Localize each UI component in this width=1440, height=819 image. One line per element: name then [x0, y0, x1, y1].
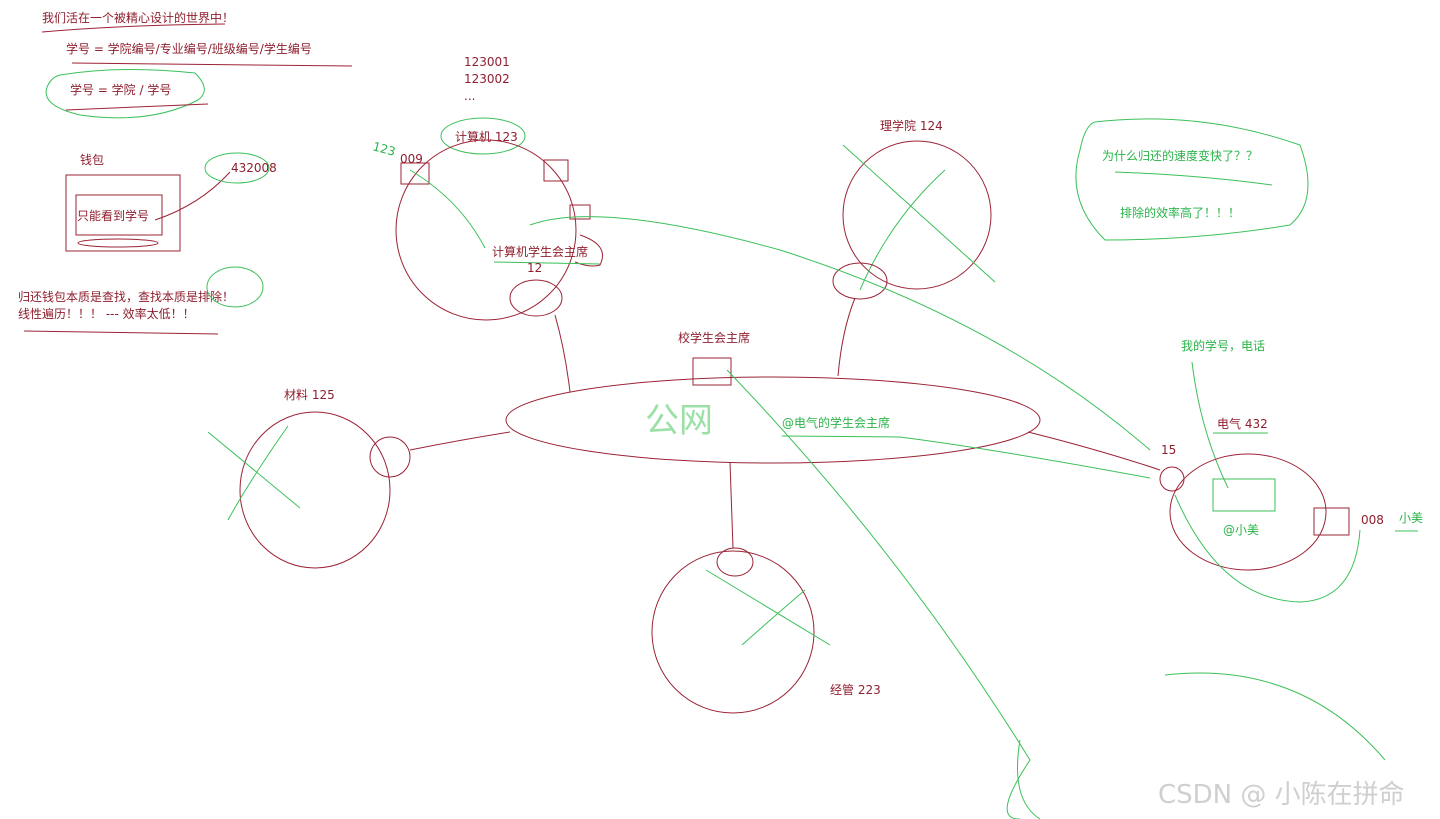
highlight-circle: [440, 117, 526, 155]
arrow: [554, 314, 571, 393]
school-mention: @电气的学生会主席: [782, 415, 890, 430]
cross-mark: [842, 144, 996, 291]
cs-president: 计算机学生会主席: [492, 244, 588, 259]
ee-person: 小美: [1399, 511, 1423, 525]
arrow: [837, 297, 856, 377]
room-box: [400, 162, 430, 185]
student-box: [1212, 478, 1276, 512]
ee-room: 008: [1361, 513, 1384, 527]
highlight-circle: [45, 68, 205, 119]
essence-line2: 线性遍历！！！ --- 效率太低！！: [18, 306, 195, 321]
school-box: [692, 357, 732, 386]
cross-mark: [207, 425, 301, 521]
underline: [1114, 171, 1273, 186]
cs-id-more: ...: [464, 89, 475, 103]
gateway-circle: [369, 436, 411, 478]
underline: [493, 261, 601, 265]
ee-info: 我的学号，电话: [1181, 338, 1265, 353]
wallet-slot: [77, 238, 159, 248]
econ-label: 经管 223: [830, 682, 881, 697]
wallet-label: 钱包: [80, 152, 104, 167]
highlight-circle: [1075, 118, 1309, 241]
note-line3: 学号 = 学院 / 学号: [70, 82, 171, 97]
arrow: [529, 216, 1151, 451]
ee-num: 15: [1161, 443, 1176, 457]
ee-mention: @小美: [1223, 523, 1259, 537]
arrow: [1174, 494, 1418, 603]
why-text: 为什么归还的速度变快了？？: [1102, 148, 1258, 163]
room-box: [569, 204, 591, 220]
cross-mark: [705, 569, 831, 646]
room-box: [1313, 507, 1350, 536]
arrow: [409, 169, 486, 249]
cs-college-circle: [395, 139, 577, 321]
scribble-line: [726, 369, 1386, 819]
arrow: [729, 461, 734, 549]
note-line1: 我们活在一个被精心设计的世界中！: [42, 10, 234, 25]
gateway-circle: [1159, 466, 1185, 492]
material-label: 材料 125: [284, 388, 335, 402]
wallet-inner-text: 只能看到学号: [77, 208, 149, 223]
public-network-ellipse: [505, 376, 1041, 464]
science-college-circle: [842, 140, 992, 290]
material-college-circle: [239, 411, 391, 569]
underline: [65, 103, 209, 111]
school-label: 校学生会主席: [678, 330, 750, 345]
wallet-card: [75, 194, 163, 236]
watermark: CSDN @ 小陈在拼命: [1158, 780, 1405, 810]
cs-room: 009: [400, 152, 423, 166]
highlight-circle: [574, 234, 603, 267]
underline: [23, 330, 219, 335]
arrow: [781, 435, 1151, 479]
cs-num: 12: [527, 261, 542, 275]
room-box: [543, 159, 569, 182]
underline: [41, 23, 226, 33]
essence-line1: 归还钱包本质是查找，查找本质是排除！: [18, 289, 234, 304]
cs-id-1: 123001: [464, 55, 510, 69]
ee-label: 电气 432: [1217, 416, 1268, 431]
arrow: [154, 171, 231, 221]
highlight-circle: [204, 152, 270, 184]
wallet-box: [65, 174, 181, 252]
gateway-circle: [832, 262, 888, 300]
econ-college-circle: [651, 550, 815, 714]
ee-college-circle: [1169, 453, 1327, 571]
scribble-line: [1017, 739, 1041, 819]
arrow: [1191, 361, 1229, 489]
answer-text: 排除的效率高了！！！: [1120, 205, 1240, 220]
gateway-circle: [509, 279, 563, 317]
science-label: 理学院 124: [880, 118, 943, 133]
public-network-scribble: 公网: [645, 401, 713, 441]
cs-label: 计算机 123: [455, 129, 518, 144]
gateway-circle: [716, 547, 754, 577]
wallet-id: 432008: [231, 161, 277, 175]
cs-id-2: 123002: [464, 72, 510, 86]
underline: [71, 62, 353, 67]
highlight-circle: [206, 266, 264, 308]
arrow: [409, 431, 511, 451]
arrow: [1027, 431, 1161, 471]
cs-scribble: 123: [371, 139, 397, 158]
note-line2: 学号 = 学院编号/专业编号/班级编号/学生编号: [66, 41, 312, 56]
